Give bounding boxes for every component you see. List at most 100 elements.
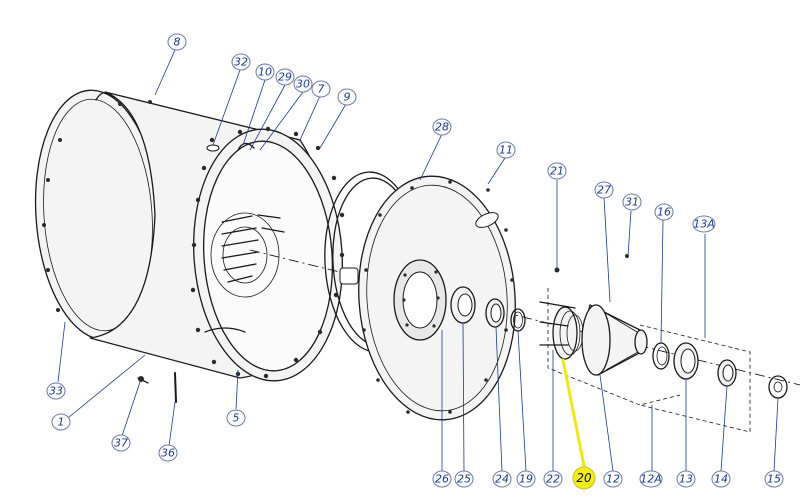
callout-20: 20 bbox=[572, 466, 596, 490]
callout-label: 8 bbox=[174, 36, 181, 49]
callout-bubble bbox=[255, 63, 275, 81]
group-box-13A bbox=[639, 324, 751, 433]
callout-bubble bbox=[158, 444, 178, 462]
callout-bubble bbox=[226, 409, 246, 427]
callout-29: 29 bbox=[275, 68, 295, 86]
callout-7: 7 bbox=[311, 80, 331, 98]
callout-bubble bbox=[311, 80, 331, 98]
callout-13A: 13A bbox=[692, 215, 716, 233]
callout-label: 32 bbox=[234, 56, 248, 69]
callout-37: 37 bbox=[111, 434, 131, 452]
spacer-16 bbox=[652, 342, 670, 370]
callout-21: 21 bbox=[547, 162, 567, 180]
callout-label: 1 bbox=[58, 416, 65, 429]
group-box-12A bbox=[547, 288, 681, 406]
callout-bubble bbox=[692, 215, 716, 233]
callout-bubble bbox=[293, 75, 313, 93]
callout-25: 25 bbox=[454, 470, 474, 488]
callout-11: 11 bbox=[496, 141, 516, 159]
bearing-14 bbox=[717, 359, 737, 387]
callout-36: 36 bbox=[158, 444, 178, 462]
callout-bubble bbox=[275, 68, 295, 86]
callout-22: 22 bbox=[543, 470, 563, 488]
callout-label: 16 bbox=[657, 206, 671, 219]
callout-label: 21 bbox=[550, 165, 564, 178]
bearing-13 bbox=[673, 342, 699, 380]
callout-10: 10 bbox=[255, 63, 275, 81]
callout-bubble bbox=[231, 53, 251, 71]
callout-label: 33 bbox=[49, 385, 63, 398]
callout-label: 28 bbox=[435, 121, 449, 134]
callout-bubble bbox=[111, 434, 131, 452]
callout-bubble bbox=[603, 470, 623, 488]
screw-37 bbox=[137, 376, 149, 384]
callout-1: 1 bbox=[51, 413, 71, 431]
inner-studs bbox=[221, 214, 285, 283]
end-plate-11 bbox=[358, 175, 516, 421]
callout-19: 19 bbox=[516, 470, 536, 488]
callout-label: 7 bbox=[318, 83, 325, 96]
callout-bubble bbox=[454, 470, 474, 488]
callout-30: 30 bbox=[293, 75, 313, 93]
callout-label: 14 bbox=[714, 473, 728, 486]
callout-label: 27 bbox=[597, 184, 611, 197]
callout-8: 8 bbox=[167, 33, 187, 51]
callout-13: 13 bbox=[676, 470, 696, 488]
callout-bubble bbox=[432, 118, 452, 136]
callout-bubble bbox=[432, 470, 452, 488]
drum-shell bbox=[34, 89, 343, 382]
callout-24: 24 bbox=[492, 470, 512, 488]
callout-bubble bbox=[764, 470, 784, 488]
oring-19 bbox=[510, 308, 526, 332]
callout-bubble bbox=[51, 413, 71, 431]
callout-label: 22 bbox=[546, 473, 560, 486]
bolt-36 bbox=[174, 372, 177, 403]
callout-bubble bbox=[516, 470, 536, 488]
callout-label: 31 bbox=[625, 196, 639, 209]
callout-label: 5 bbox=[233, 412, 240, 425]
callout-label: 9 bbox=[344, 91, 351, 104]
callout-16: 16 bbox=[654, 203, 674, 221]
callout-28: 28 bbox=[432, 118, 452, 136]
callout-32: 32 bbox=[231, 53, 251, 71]
callout-bubble bbox=[543, 470, 563, 488]
hub-flange-20 bbox=[552, 306, 584, 360]
callout-label: 26 bbox=[435, 473, 449, 486]
callout-bubble bbox=[711, 470, 731, 488]
hub-body-12 bbox=[581, 304, 648, 376]
callout-bubble bbox=[594, 181, 614, 199]
callout-label: 12A bbox=[640, 473, 662, 486]
callout-label: 12 bbox=[606, 473, 620, 486]
callout-label: 29 bbox=[278, 71, 292, 84]
callout-12: 12 bbox=[603, 470, 623, 488]
callout-label: 36 bbox=[161, 447, 175, 460]
callout-label: 11 bbox=[499, 144, 513, 157]
callout-bubble bbox=[622, 193, 642, 211]
ring-24 bbox=[485, 298, 505, 328]
leader-lines bbox=[57, 49, 779, 472]
callout-label: 10 bbox=[258, 66, 272, 79]
callout-14: 14 bbox=[711, 470, 731, 488]
callout-label: 20 bbox=[576, 471, 592, 485]
callout-bubble bbox=[46, 382, 66, 400]
callout-31: 31 bbox=[622, 193, 642, 211]
callout-label: 13A bbox=[693, 218, 715, 231]
seal-25 bbox=[450, 286, 476, 324]
callout-bubble bbox=[547, 162, 567, 180]
flange-bolts bbox=[42, 100, 345, 379]
callout-label: 30 bbox=[296, 78, 310, 91]
callout-bubble bbox=[676, 470, 696, 488]
callout-26: 26 bbox=[432, 470, 452, 488]
callout-33: 33 bbox=[46, 382, 66, 400]
callout-label: 15 bbox=[767, 473, 781, 486]
callout-bubble bbox=[639, 470, 663, 488]
callout-bubble bbox=[167, 33, 187, 51]
highlight-leader-20 bbox=[561, 358, 586, 468]
callout-27: 27 bbox=[594, 181, 614, 199]
callout-bubble bbox=[492, 470, 512, 488]
callout-5: 5 bbox=[226, 409, 246, 427]
callout-label: 24 bbox=[495, 473, 509, 486]
callout-15: 15 bbox=[764, 470, 784, 488]
